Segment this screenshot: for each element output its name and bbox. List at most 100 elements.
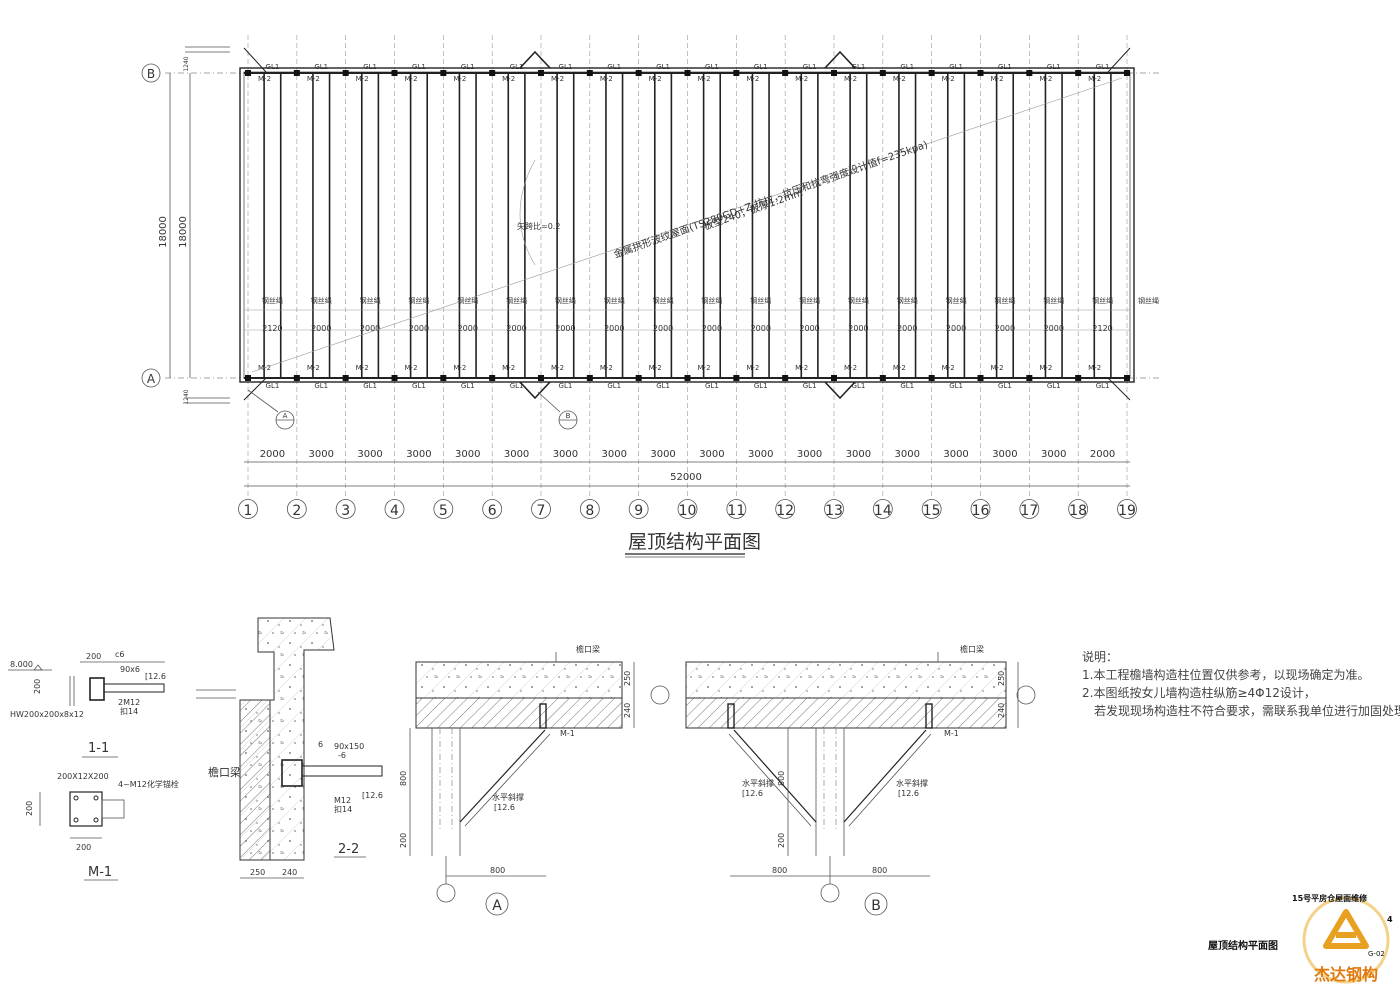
bay-dim: 3000 (602, 449, 627, 460)
tie-label: 钢丝绳 (701, 296, 722, 305)
d11-label-200: 200 (86, 652, 101, 661)
column-node (1124, 70, 1130, 76)
d22-label-bolt: M12 (334, 796, 351, 805)
corner-braces (243, 47, 1131, 401)
beam-label-top: GL1 (998, 63, 1012, 71)
column-node (1124, 375, 1130, 381)
anchor-label-top: M-2 (991, 75, 1004, 83)
column-axis-label: 4 (390, 503, 399, 519)
column-node (342, 375, 349, 381)
beam-label-top: GL1 (1096, 63, 1110, 71)
beam-label-top: GL1 (949, 63, 963, 71)
purlin-dim: 2000 (555, 324, 575, 333)
column-axis-bubble (482, 499, 503, 519)
tie-label: 钢丝绳 (506, 296, 527, 305)
beam-label-top: GL1 (461, 63, 475, 71)
row-axis-label-b: B (147, 67, 155, 81)
column-axis-label: 6 (488, 503, 497, 519)
bay-dim: 2000 (260, 449, 285, 460)
detail-1-1: 8.000 200 c6 90x6 [12.6 2M12 扣14 HW200x2… (8, 650, 166, 758)
db-channel-label-left: [12.6 (742, 789, 763, 798)
tie-label: 钢丝绳 (457, 296, 478, 305)
tie-label: 钢丝绳 (799, 296, 820, 305)
db-dim-h-left: 800 (772, 866, 787, 875)
d22-label-channel: [12.6 (362, 791, 383, 800)
da-dim-250: 250 (623, 671, 632, 686)
beam-label-top: GL1 (607, 63, 621, 71)
db-dim-200: 200 (777, 833, 786, 848)
bay-dim: 3000 (553, 449, 578, 460)
column-node (684, 375, 691, 381)
beam-label-bottom: GL1 (705, 382, 719, 390)
column-axis-label: 14 (874, 503, 892, 519)
purlin-dim: 2000 (1044, 324, 1064, 333)
column-node (879, 375, 886, 381)
column-node (1026, 375, 1033, 381)
tie-label: 钢丝绳 (1092, 296, 1113, 305)
anchor-label-bottom: M-2 (600, 364, 613, 372)
overall-dim: 52000 (670, 472, 702, 483)
da-dim-240: 240 (623, 703, 632, 718)
column-node (977, 375, 984, 381)
column-axis-label: 9 (634, 503, 643, 519)
column-axis-bubble (775, 499, 796, 519)
m1-dim-v: 200 (25, 801, 34, 816)
purlin-dim: 2000 (751, 324, 771, 333)
tie-label: 钢丝绳 (360, 296, 381, 305)
anchor-label-top: M-2 (600, 75, 613, 83)
column-axis-label: 7 (537, 503, 546, 519)
anchor-label-top: M-2 (453, 75, 466, 83)
db-dim-h-right: 800 (872, 866, 887, 875)
column-axis-bubble (628, 499, 649, 519)
column-axis-bubble (1019, 499, 1040, 519)
column-axis-label: 2 (292, 503, 301, 519)
column-axis-label: 15 (923, 503, 941, 519)
detail-a: 檐口梁 M-1 水平斜撑 [12.6 250 240 800 200 800 A (399, 644, 670, 916)
anchor-label-top: M-2 (1088, 75, 1101, 83)
beam-label-bottom: GL1 (803, 382, 817, 390)
m1-dim-h: 200 (76, 843, 91, 852)
logo-text: 杰达钢构 (1314, 965, 1378, 984)
purlin-dim: 2120 (262, 324, 282, 333)
purlin-dim: 2000 (458, 324, 478, 333)
da-channel-label: [12.6 (494, 803, 515, 812)
tie-label: 钢丝绳 (750, 296, 771, 305)
beam-label-top: GL1 (656, 63, 670, 71)
column-axis-bubble (970, 499, 991, 519)
column-node (586, 375, 593, 381)
beam-label-bottom: GL1 (412, 382, 426, 390)
anchor-label-top: M-2 (502, 75, 515, 83)
logo-triangle-icon (1323, 909, 1369, 949)
column-axis-bubble (677, 499, 698, 519)
column-axis-label: 8 (585, 503, 594, 519)
column-node (831, 375, 837, 381)
bay-dim: 3000 (895, 449, 920, 460)
anchor-label-bottom: M-2 (942, 364, 955, 372)
db-dim-240: 240 (997, 703, 1006, 718)
column-axis-label: 12 (776, 503, 794, 519)
column-node (928, 70, 935, 76)
column-node (342, 70, 349, 76)
column-axis-bubble (921, 499, 942, 519)
bay-dim: 2000 (1090, 449, 1115, 460)
column-axis-label: 10 (679, 503, 697, 519)
column-node (782, 70, 789, 76)
tie-label: 钢丝绳 (408, 296, 429, 305)
bay-dim: 3000 (504, 449, 529, 460)
bay-dim: 3000 (1041, 449, 1066, 460)
beam-label-top: GL1 (266, 63, 280, 71)
tie-label: 钢丝绳 (946, 296, 967, 305)
beam-labels: GL1GL1M-2M-2GL1GL1M-2M-2GL1GL1M-2M-2GL1G… (258, 63, 1109, 390)
anchor-label-top: M-2 (893, 75, 906, 83)
d11-label-kou: 扣14 (120, 706, 138, 716)
column-node (1026, 70, 1033, 76)
column-node (245, 375, 251, 381)
detail-ref-a: A (247, 389, 295, 430)
column-node (538, 70, 544, 76)
row-axis-b: B (141, 63, 161, 83)
beam-label-top: GL1 (559, 63, 573, 71)
detail-ref-b: B (537, 391, 578, 430)
purlin-dim: 2120 (1092, 324, 1112, 333)
bay-dim: 3000 (357, 449, 382, 460)
